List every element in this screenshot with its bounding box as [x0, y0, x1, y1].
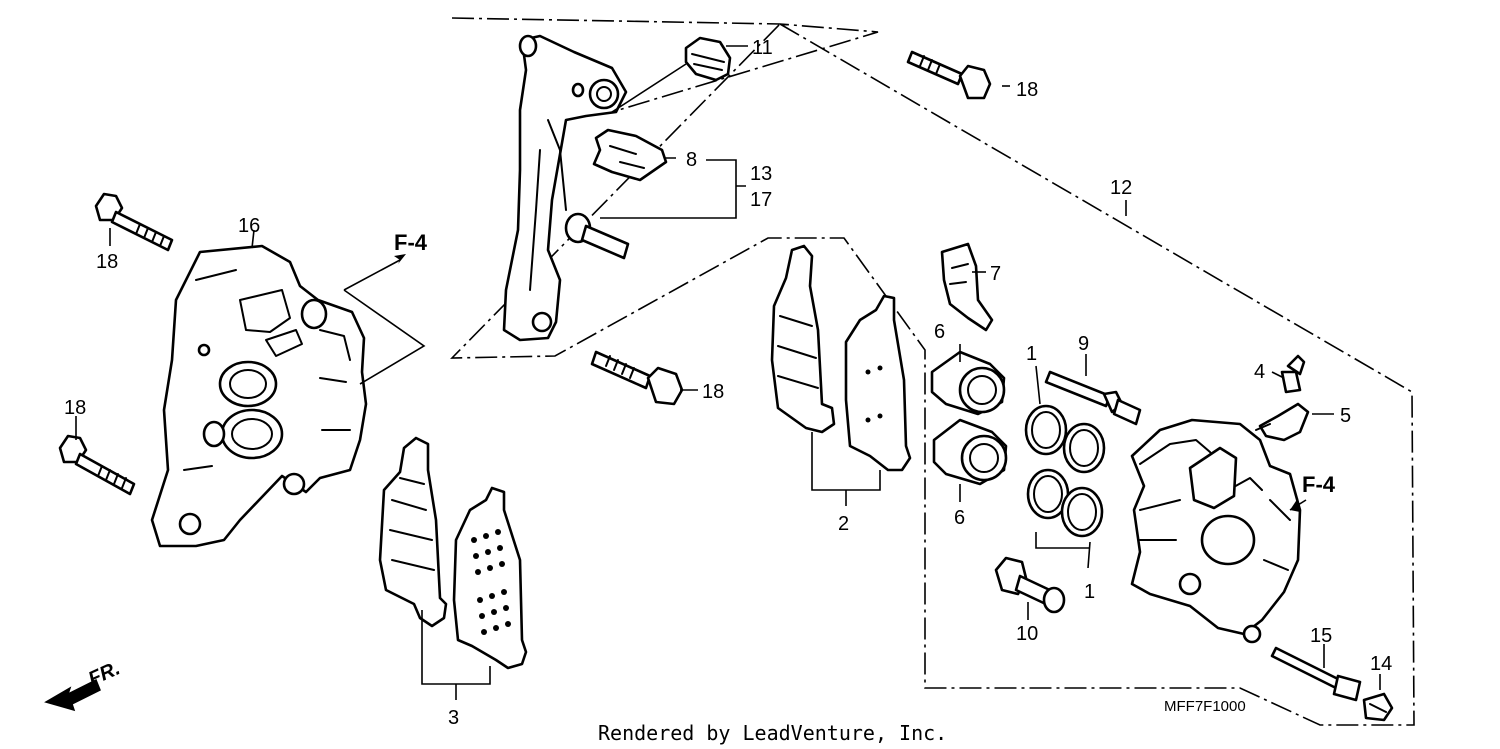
pad-pin-plug — [1362, 692, 1394, 722]
arrow-f4-left — [394, 254, 406, 264]
pad-spring — [940, 242, 994, 332]
callout-18-upper-left: 18 — [96, 251, 118, 273]
brake-pad-set-left — [378, 436, 528, 670]
caliper-assembly-left — [150, 244, 368, 548]
callout-14: 14 — [1370, 653, 1392, 675]
bolt-middle — [590, 350, 684, 406]
callout-4: 4 — [1254, 361, 1265, 383]
callout-17: 17 — [750, 189, 772, 211]
brake-pad-set-middle — [770, 244, 912, 472]
callout-13: 13 — [750, 163, 772, 185]
pad-friction-dots — [471, 529, 511, 635]
front-direction-arrow: FR. — [44, 657, 123, 712]
render-credit: Rendered by LeadVenture, Inc. — [598, 721, 947, 745]
caliper-body-right — [1130, 418, 1302, 644]
bleeder-valve — [1280, 354, 1306, 394]
callout-1-upper: 1 — [1026, 343, 1037, 365]
callout-12: 12 — [1110, 177, 1132, 199]
callout-2: 2 — [838, 513, 849, 535]
piston-upper — [930, 350, 1006, 416]
callout-7: 7 — [990, 263, 1001, 285]
bolt-cap — [684, 36, 732, 82]
piston-seal-set — [1024, 404, 1106, 538]
caliper-bracket — [502, 34, 630, 342]
callout-18-lower-left: 18 — [64, 397, 86, 419]
ref-f4-right: F-4 — [1302, 472, 1336, 497]
piston-lower — [932, 418, 1008, 486]
diagram-code: MFF7F1000 — [1164, 698, 1246, 715]
direction-label: FR. — [85, 657, 123, 690]
callout-1-lower: 1 — [1084, 581, 1095, 603]
callout-18-middle: 18 — [702, 381, 724, 403]
callout-3: 3 — [448, 707, 459, 729]
bracket-group-outline — [450, 17, 1415, 726]
bleeder-cap — [1255, 402, 1310, 442]
callout-16: 16 — [238, 215, 260, 237]
leader-lines — [75, 45, 1381, 700]
callout-9: 9 — [1078, 333, 1089, 355]
callout-5: 5 — [1340, 405, 1351, 427]
callout-6-upper: 6 — [934, 321, 945, 343]
callout-6-lower: 6 — [954, 507, 965, 529]
callout-15: 15 — [1310, 625, 1332, 647]
slide-pin — [1044, 370, 1142, 426]
callout-11: 11 — [752, 37, 773, 59]
callout-8: 8 — [686, 149, 697, 171]
caliper-bolt — [994, 556, 1066, 614]
pad-pin — [1270, 646, 1362, 702]
ref-f4-left: F-4 — [394, 230, 428, 255]
bolt-lower-left — [58, 434, 136, 496]
pad-retainer-clip — [592, 128, 668, 182]
callout-18-upper-right: 18 — [1016, 79, 1038, 101]
callout-10: 10 — [1016, 623, 1038, 645]
bolt-upper-right — [906, 50, 992, 100]
bolt-upper-left — [94, 192, 174, 252]
arrow-f4-right — [1290, 498, 1300, 512]
